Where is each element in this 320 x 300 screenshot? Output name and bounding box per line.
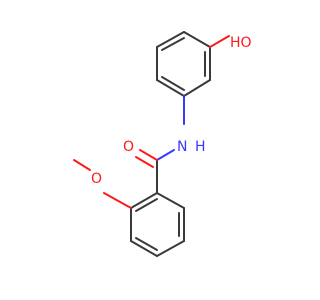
carbonyl-double-bond-b: [135, 156, 154, 168]
bond: [156, 79, 185, 97]
hydroxyl-label: HO: [230, 35, 252, 51]
bond: [183, 31, 211, 48]
bond: [135, 237, 158, 251]
carbonyl-double-bond-a: [139, 149, 158, 161]
bond: [183, 79, 211, 97]
structure-diagram: HO N H O O: [73, 31, 252, 257]
benzamide-ring: [130, 192, 185, 257]
hydroxyl-bond: [209, 35, 230, 48]
amide-bond: [156, 149, 175, 161]
bond: [161, 37, 185, 51]
bond: [130, 192, 158, 209]
bond: [156, 240, 185, 257]
methoxy-methyl-bond: [73, 159, 91, 171]
carbonyl-oxygen-label: O: [123, 139, 134, 155]
bond: [156, 31, 185, 48]
bond: [156, 192, 185, 209]
amide-hydrogen-label: H: [195, 139, 206, 155]
bond: [161, 76, 185, 91]
bond: [135, 198, 158, 212]
amide-nitrogen-label: N: [177, 139, 187, 155]
top-phenol-ring: [156, 31, 211, 97]
methoxy-oxygen-label: O: [91, 171, 102, 187]
bond: [130, 240, 158, 257]
methoxy-oxygen-ring-bond: [103, 192, 132, 209]
